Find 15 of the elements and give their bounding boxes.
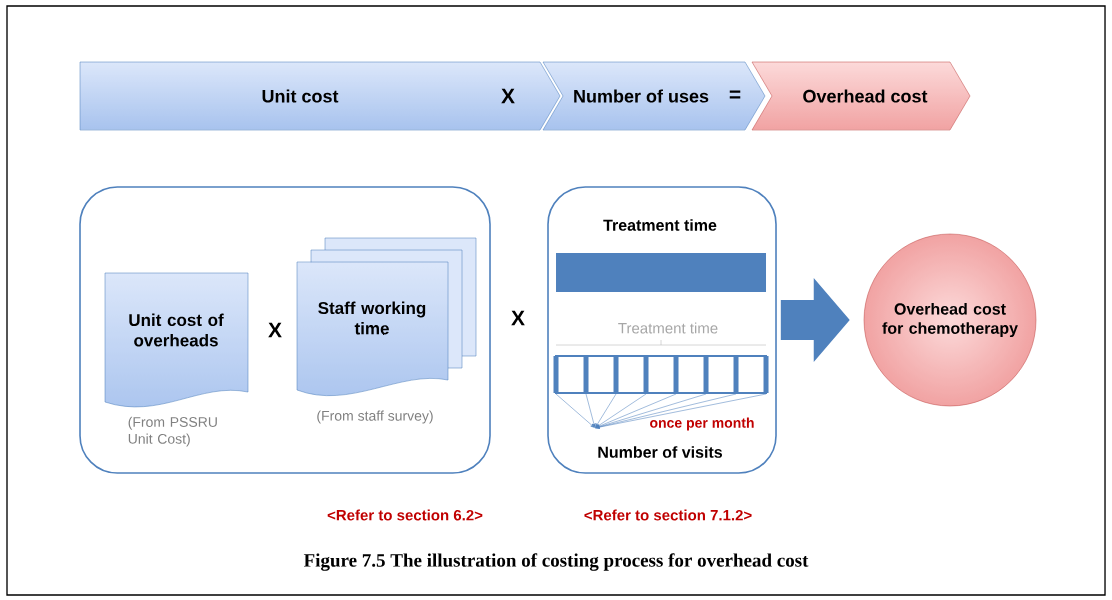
- operator-sign: X: [501, 88, 515, 104]
- axis-label: Treatment time: [618, 322, 718, 334]
- rounded-panel: [79, 186, 491, 474]
- reference-note: <Refer to section 7.1.2>: [584, 509, 752, 521]
- block-arrow: [780, 278, 850, 362]
- reference-note: <Refer to section 6.2>: [327, 509, 483, 521]
- source-note: (From staff survey): [317, 410, 433, 424]
- operator-sign: X: [268, 322, 282, 338]
- document-stack: Staff working time: [296, 237, 477, 396]
- operator-sign: =: [729, 90, 741, 99]
- operator-sign: X: [511, 310, 525, 326]
- source-note: (From PSSRU Unit Cost): [128, 416, 217, 447]
- figure-caption: Figure 7.5 The illustration of costing process for overhead cost: [303, 553, 809, 571]
- note-text: once per month: [650, 417, 754, 431]
- step-banner: Overhead cost: [751, 61, 971, 131]
